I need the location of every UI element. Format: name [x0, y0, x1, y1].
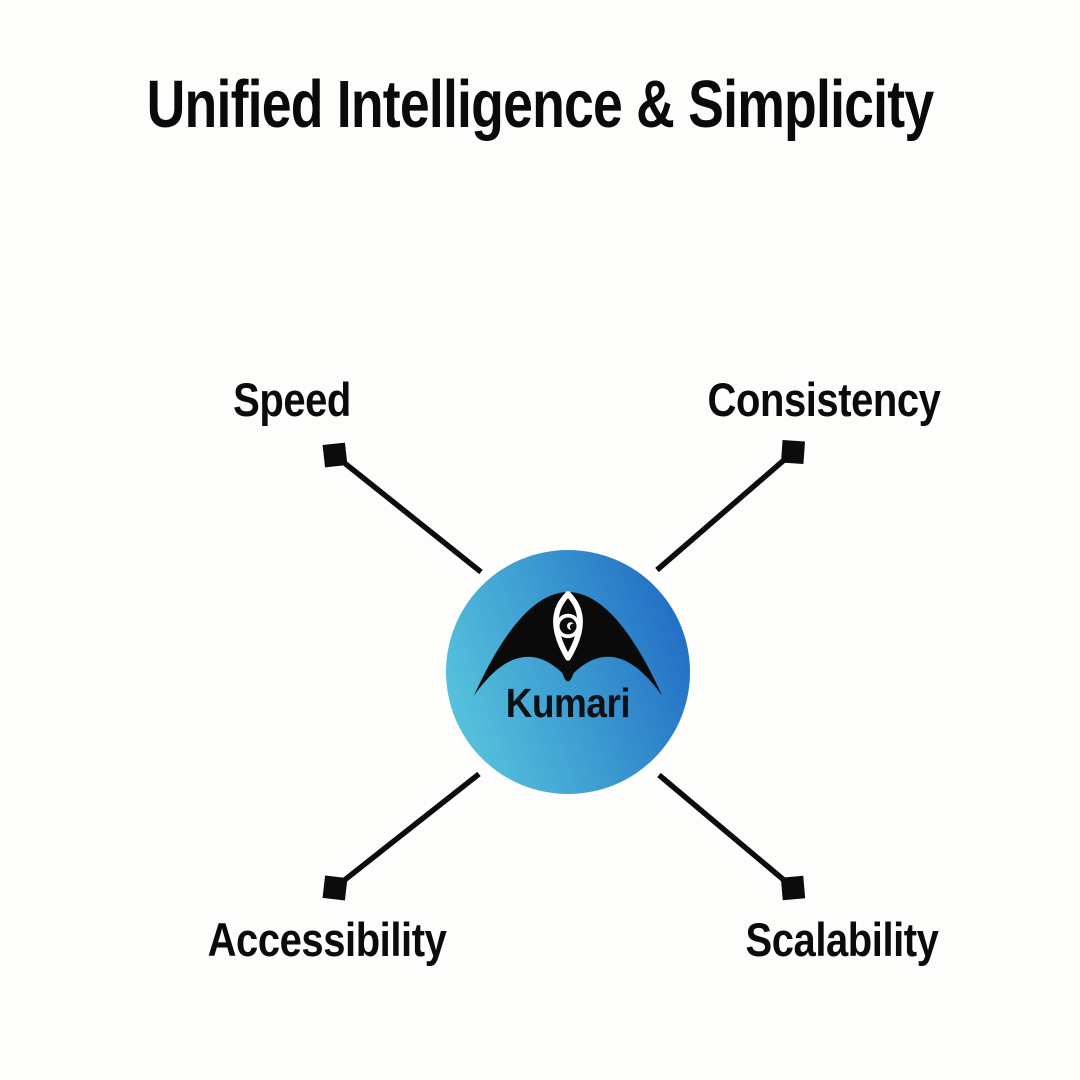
central-hub-circle: Kumari: [446, 550, 690, 794]
node-label-accessibility: Accessibility: [207, 913, 447, 966]
connector-accessibility: [322, 771, 481, 901]
connector-speed: [322, 442, 483, 575]
node-label-speed: Speed: [233, 373, 351, 426]
connector-scalability: [657, 772, 806, 901]
connector-consistency: [655, 439, 806, 573]
kumari-bat-eye-logo-icon: [474, 591, 662, 696]
page-title: Unified Intelligence & Simplicity: [146, 67, 934, 142]
node-label-scalability: Scalability: [745, 913, 939, 966]
hub-brand-label: Kumari: [505, 680, 631, 726]
eye-glint-cut: [569, 623, 577, 631]
node-label-consistency: Consistency: [707, 373, 941, 426]
